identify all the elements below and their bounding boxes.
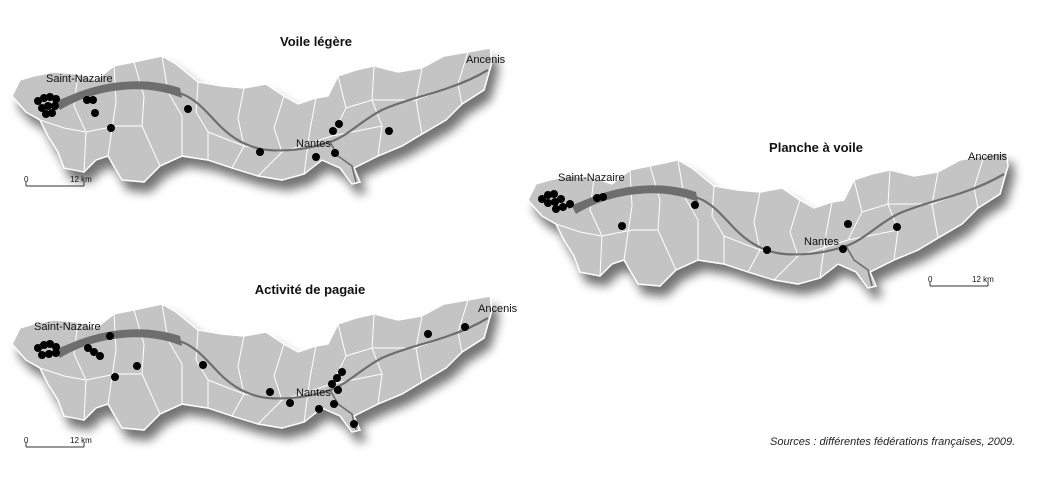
site-marker <box>106 332 114 340</box>
scale-zero: 0 <box>24 175 29 184</box>
site-marker <box>550 190 558 198</box>
city-label-nantes: Nantes <box>296 387 331 399</box>
scale-zero: 0 <box>24 436 29 445</box>
site-marker <box>38 351 46 359</box>
map-title: Activité de pagaie <box>255 282 366 297</box>
site-marker <box>350 420 358 428</box>
site-marker <box>893 223 901 231</box>
site-marker <box>48 109 56 117</box>
site-marker <box>763 246 771 254</box>
city-label-ancenis: Ancenis <box>478 303 518 315</box>
site-marker <box>34 97 42 105</box>
site-marker <box>44 102 52 110</box>
site-marker <box>51 102 59 110</box>
site-marker <box>89 96 97 104</box>
site-marker <box>329 127 337 135</box>
site-marker <box>551 198 559 206</box>
city-label-ancenis: Ancenis <box>968 151 1008 163</box>
site-marker <box>424 330 432 338</box>
site-markers <box>34 93 393 161</box>
site-marker <box>538 195 546 203</box>
site-marker <box>557 195 565 203</box>
map-activite-de-pagaie: Activité de pagaie Saint-Nazaire Nantes … <box>10 282 518 448</box>
site-marker <box>46 340 54 348</box>
city-label-saint-nazaire: Saint-Nazaire <box>46 73 113 85</box>
site-marker <box>133 362 141 370</box>
site-marker <box>266 388 274 396</box>
site-markers <box>538 190 901 254</box>
site-marker <box>552 205 560 213</box>
site-marker <box>338 368 346 376</box>
site-marker <box>40 341 48 349</box>
site-marker <box>52 343 60 351</box>
site-marker <box>328 380 336 388</box>
source-note: Sources : différentes fédérations frança… <box>770 436 1016 448</box>
region-shape <box>10 46 494 186</box>
site-marker <box>618 222 626 230</box>
scale-distance: 12 km <box>70 436 92 445</box>
map-title: Planche à voile <box>769 140 863 155</box>
site-marker <box>286 399 294 407</box>
site-marker <box>34 344 42 352</box>
site-marker <box>45 350 53 358</box>
map-voile-legere: Voile légère Saint-Nazaire Nantes Anceni… <box>10 34 506 187</box>
site-marker <box>312 153 320 161</box>
city-label-saint-nazaire: Saint-Nazaire <box>558 172 625 184</box>
site-marker <box>839 245 847 253</box>
site-marker <box>40 94 48 102</box>
site-marker <box>96 352 104 360</box>
city-label-ancenis: Ancenis <box>466 54 506 66</box>
site-marker <box>331 149 339 157</box>
site-marker <box>566 200 574 208</box>
site-marker <box>691 201 699 209</box>
site-marker <box>315 405 323 413</box>
site-marker <box>184 105 192 113</box>
scale-bar: 0 12 km <box>24 175 92 187</box>
site-marker <box>559 203 567 211</box>
site-marker <box>199 361 207 369</box>
site-marker <box>599 193 607 201</box>
site-marker <box>91 109 99 117</box>
site-marker <box>335 120 343 128</box>
site-marker <box>52 95 60 103</box>
site-marker <box>90 348 98 356</box>
scale-distance: 12 km <box>972 275 994 284</box>
region-shape <box>10 294 494 434</box>
site-marker <box>83 96 91 104</box>
site-marker <box>107 124 115 132</box>
map-planche-a-voile: Planche à voile Saint-Nazaire Nantes Anc… <box>526 140 1010 290</box>
scale-distance: 12 km <box>70 175 92 184</box>
site-marker <box>461 323 469 331</box>
map-title: Voile légère <box>280 34 352 49</box>
scale-zero: 0 <box>928 275 933 284</box>
site-marker <box>256 148 264 156</box>
city-label-nantes: Nantes <box>296 138 331 150</box>
site-markers <box>34 323 469 428</box>
site-marker <box>84 344 92 352</box>
site-marker <box>593 194 601 202</box>
site-marker <box>111 373 119 381</box>
site-marker <box>333 374 341 382</box>
city-label-nantes: Nantes <box>804 236 839 248</box>
scale-bar: 0 12 km <box>928 275 994 287</box>
site-marker <box>52 349 60 357</box>
site-marker <box>334 386 342 394</box>
city-label-saint-nazaire: Saint-Nazaire <box>34 321 101 333</box>
site-marker <box>330 400 338 408</box>
scale-bar: 0 12 km <box>24 436 92 448</box>
site-marker <box>544 191 552 199</box>
site-marker <box>544 199 552 207</box>
site-marker <box>385 127 393 135</box>
site-marker <box>42 110 50 118</box>
site-marker <box>844 220 852 228</box>
